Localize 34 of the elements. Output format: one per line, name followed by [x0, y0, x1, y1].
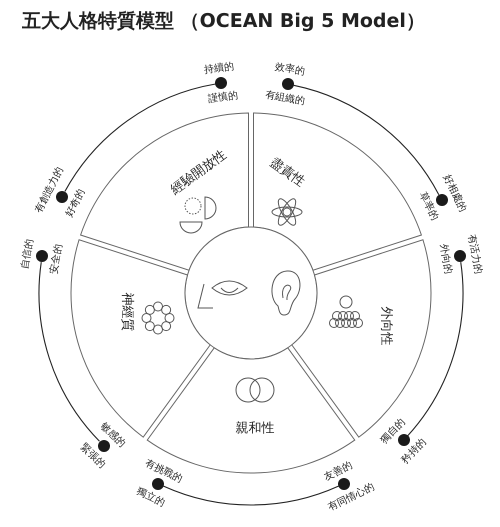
trait-label: 獨立的	[134, 484, 168, 510]
trait-label: 草率的	[416, 190, 442, 223]
trait-name: 親和性	[236, 420, 274, 437]
trait-label: 有組織的	[264, 88, 306, 108]
dot	[56, 190, 68, 203]
connector-arc	[294, 84, 440, 195]
trait-label: 有活力的	[464, 232, 484, 274]
trait-name: 盡責性	[266, 154, 308, 191]
trait-label: 持續的	[204, 60, 236, 78]
trait-name: 經驗開放性	[166, 146, 230, 198]
connector-arc	[64, 83, 216, 192]
dot	[215, 77, 228, 90]
trait-label: 自信的	[18, 238, 37, 270]
trait-label: 安全的	[47, 242, 66, 275]
trait-label: 有挑戰的	[143, 456, 186, 486]
trait-name: 神經質	[118, 292, 136, 332]
trait-label: 有同情心的	[324, 481, 376, 514]
dot	[36, 250, 48, 262]
connector-arc	[163, 486, 339, 506]
trait-name: 外向性	[377, 306, 394, 346]
dot	[454, 250, 466, 262]
trait-label: 謹慎的	[208, 88, 240, 106]
connector-arc	[407, 262, 464, 436]
dot	[436, 194, 448, 206]
trait-label: 效率的	[274, 60, 306, 79]
connector-arc	[38, 262, 100, 442]
title: 五大人格特質模型 （OCEAN Big 5 Model）	[22, 9, 425, 34]
trait-label: 好相處的	[440, 172, 470, 215]
dot	[152, 478, 164, 490]
dot	[338, 478, 350, 490]
center-circle	[184, 226, 318, 360]
trait-label: 友善的	[321, 458, 354, 484]
trait-label: 外向的	[436, 242, 455, 275]
dot	[282, 78, 294, 90]
